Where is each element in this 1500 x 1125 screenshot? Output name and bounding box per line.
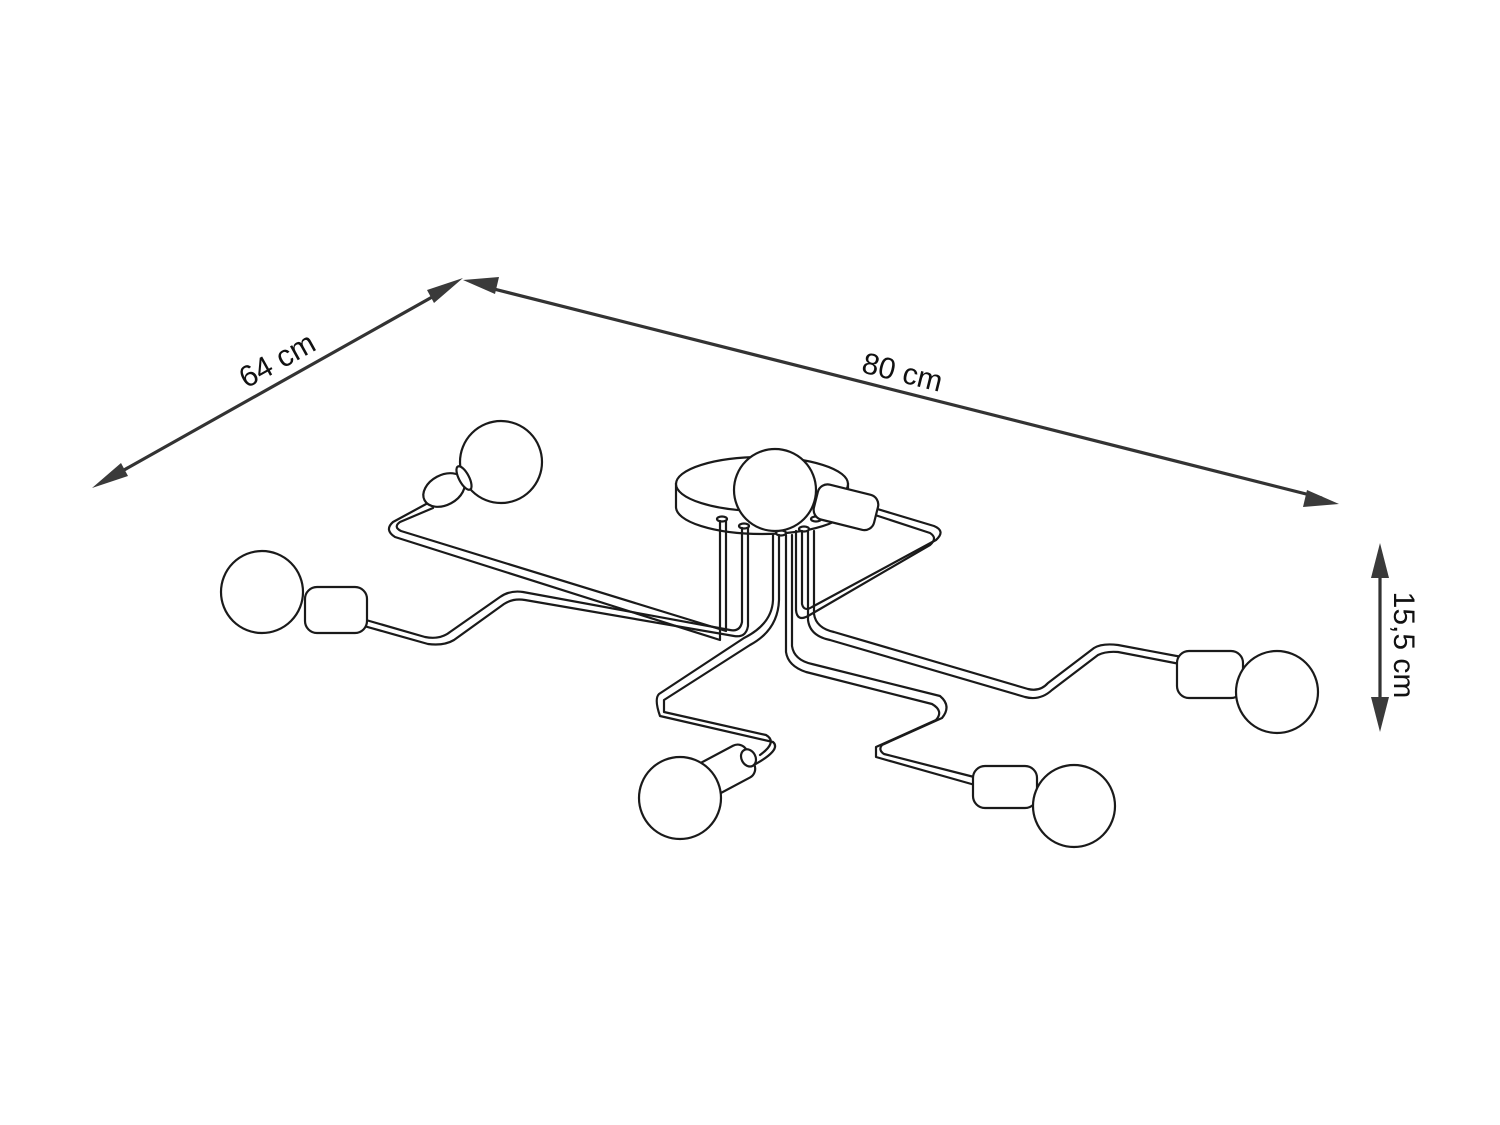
dimension-height-arrow-start (1371, 543, 1389, 578)
dimension-depth-line (107, 285, 451, 481)
lamp-arm-front-left (637, 533, 781, 841)
bulb-back-left (458, 419, 544, 505)
socket-front-right (971, 764, 1039, 810)
dimension-height: 15,5 cm (1371, 543, 1420, 732)
dimension-height-arrow-end (1371, 697, 1389, 732)
lamp-arm-left (219, 526, 750, 646)
dimension-width-arrow-start (463, 277, 499, 294)
lamp-arm-front-right (784, 533, 1117, 849)
dimension-width: 80 cm (463, 277, 1339, 507)
dimension-depth: 64 cm (92, 278, 463, 488)
dimension-depth-arrow-start (92, 463, 128, 488)
ceiling-lamp (219, 419, 1320, 849)
lamp-arm-right (806, 529, 1320, 735)
dimension-depth-arrow-end (427, 278, 463, 303)
dimension-width-line (481, 284, 1323, 500)
dimension-height-label: 15,5 cm (1387, 592, 1420, 699)
bulb-right (1234, 649, 1320, 735)
bulb-center (732, 447, 818, 533)
lamp-arm-back-right (794, 483, 942, 620)
lamp-arm-back-left (387, 419, 728, 642)
socket-left (303, 585, 369, 635)
bulb-front-left (637, 755, 723, 841)
bulb-front-right (1031, 763, 1117, 849)
bulb-left (219, 549, 305, 635)
dimension-width-arrow-end (1303, 490, 1339, 507)
socket-right (1175, 649, 1245, 700)
